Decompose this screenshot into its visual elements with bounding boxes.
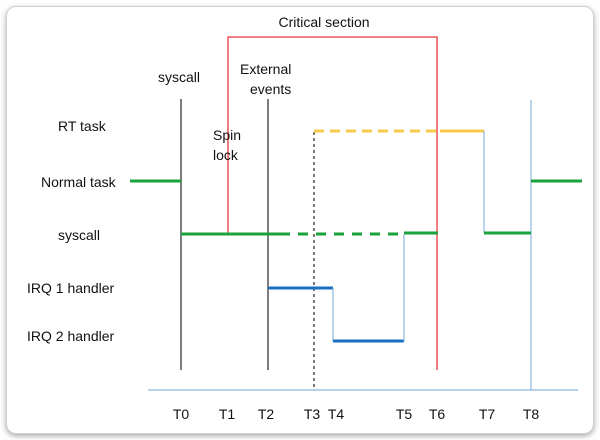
tick-t0: T0	[173, 406, 190, 422]
row-label-rt-task: RT task	[58, 118, 107, 134]
tick-t3: T3	[304, 406, 321, 422]
tick-t4: T4	[328, 406, 345, 422]
external-events-line2: events	[250, 81, 291, 97]
spin-lock-line2: lock	[213, 147, 239, 163]
tick-t7: T7	[479, 406, 496, 422]
tick-t2: T2	[258, 406, 275, 422]
syscall-annotation: syscall	[158, 69, 200, 85]
tick-t5: T5	[396, 406, 413, 422]
row-label-syscall: syscall	[58, 227, 100, 243]
tick-t6: T6	[429, 406, 446, 422]
tick-t8: T8	[523, 406, 540, 422]
row-label-irq2: IRQ 2 handler	[27, 328, 114, 344]
tick-t1: T1	[219, 406, 236, 422]
external-events-line1: External	[240, 61, 291, 77]
row-label-irq1: IRQ 1 handler	[27, 280, 114, 296]
diagram-frame	[6, 6, 594, 434]
row-label-normal-task: Normal task	[41, 174, 117, 190]
spin-lock-line1: Spin	[213, 127, 241, 143]
critical-section-box	[227, 36, 438, 370]
critical-section-title: Critical section	[278, 14, 369, 30]
